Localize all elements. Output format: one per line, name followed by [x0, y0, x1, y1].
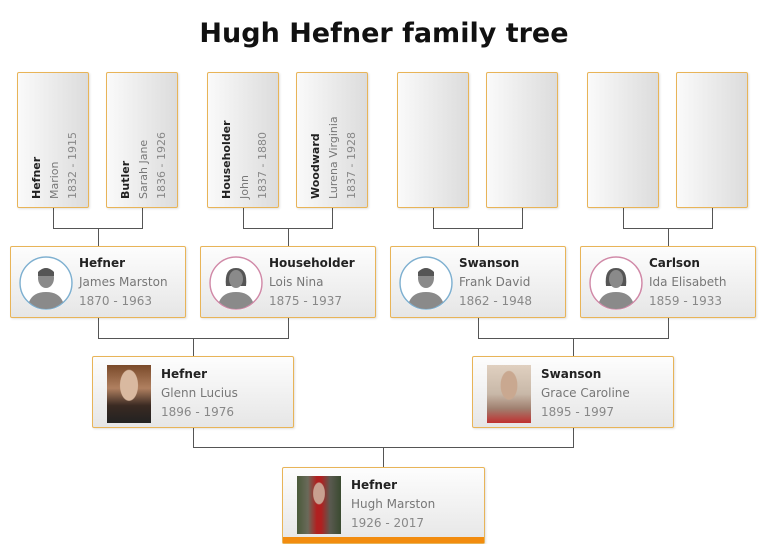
given-name: James Marston [79, 275, 168, 289]
surname: Hefner [79, 256, 126, 270]
connector-line [712, 208, 713, 228]
female-avatar-icon [589, 256, 643, 310]
person-card-great-grandparent[interactable]: Woodward Lurena Virginia 1837 - 1928 [296, 72, 368, 208]
surname: Carlson [649, 256, 700, 270]
connector-line [668, 228, 669, 246]
given-name: Grace Caroline [541, 386, 630, 400]
connector-line [193, 338, 194, 356]
female-avatar-icon [209, 256, 263, 310]
life-years: 1926 - 2017 [351, 516, 425, 530]
connector-line [288, 318, 289, 338]
life-years: 1896 - 1976 [161, 405, 235, 419]
surname: Hefner [30, 156, 43, 199]
connector-line [142, 208, 143, 228]
life-years: 1875 - 1937 [269, 294, 343, 308]
person-photo [107, 365, 151, 423]
person-card-great-grandparent[interactable] [397, 72, 469, 208]
connector-line [288, 228, 289, 246]
given-name: Marion [48, 161, 61, 199]
life-years: 1832 - 1915 [66, 132, 79, 199]
given-name: John [238, 175, 251, 199]
connector-line [433, 208, 434, 228]
surname: Hefner [351, 478, 398, 492]
selected-indicator [283, 537, 484, 543]
connector-line [668, 318, 669, 338]
person-card-great-grandparent[interactable]: Hefner Marion 1832 - 1915 [17, 72, 89, 208]
connector-line [243, 208, 244, 228]
connector-line [383, 447, 384, 467]
person-photo [487, 365, 531, 423]
connector-line [53, 208, 54, 228]
surname: Swanson [459, 256, 520, 270]
life-years: 1837 - 1880 [256, 132, 269, 199]
given-name: Sarah Jane [137, 139, 150, 199]
connector-line [478, 318, 479, 338]
connector-line [573, 338, 574, 356]
person-card-great-grandparent[interactable]: Butler Sarah Jane 1836 - 1926 [106, 72, 178, 208]
life-years: 1870 - 1963 [79, 294, 153, 308]
given-name: Frank David [459, 275, 531, 289]
surname: Hefner [161, 367, 208, 381]
male-avatar-icon [399, 256, 453, 310]
given-name: Ida Elisabeth [649, 275, 727, 289]
surname: Swanson [541, 367, 602, 381]
life-years: 1836 - 1926 [155, 132, 168, 199]
person-photo [297, 476, 341, 534]
connector-line [98, 318, 99, 338]
connector-line [98, 228, 99, 246]
connector-line [332, 208, 333, 228]
given-name: Lurena Virginia [327, 116, 340, 199]
connector-line [573, 428, 574, 447]
surname: Householder [220, 120, 233, 199]
person-card-great-grandparent[interactable] [676, 72, 748, 208]
surname: Householder [269, 256, 355, 270]
connector-line [478, 228, 479, 246]
surname: Butler [119, 160, 132, 199]
given-name: Hugh Marston [351, 497, 436, 511]
male-avatar-icon [19, 256, 73, 310]
given-name: Glenn Lucius [161, 386, 238, 400]
life-years: 1862 - 1948 [459, 294, 533, 308]
connector-line [522, 208, 523, 228]
person-card-great-grandparent[interactable] [587, 72, 659, 208]
life-years: 1859 - 1933 [649, 294, 723, 308]
surname: Woodward [309, 133, 322, 199]
person-card-great-grandparent[interactable] [486, 72, 558, 208]
given-name: Lois Nina [269, 275, 324, 289]
connector-line [623, 208, 624, 228]
life-years: 1837 - 1928 [345, 132, 358, 199]
page-title: Hugh Hefner family tree [199, 18, 569, 49]
connector-line [193, 428, 194, 447]
life-years: 1895 - 1997 [541, 405, 615, 419]
